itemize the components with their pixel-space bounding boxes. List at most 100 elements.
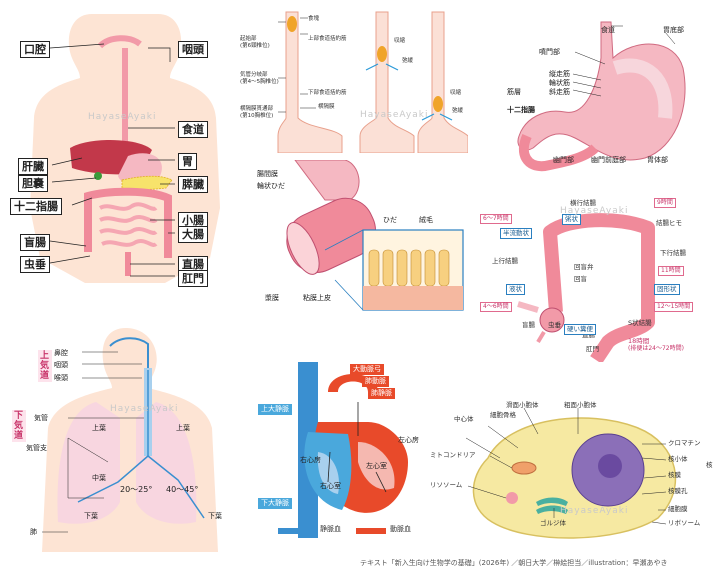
tag-semi-fluid: 半流動状: [500, 228, 532, 239]
label-rough-er: 粗面小胞体: [564, 401, 597, 409]
side-upper-airway: 上気道: [38, 350, 52, 382]
label-cytoskeleton: 細胞骨格: [490, 411, 516, 419]
label-left-ventricle: 左心室: [366, 462, 387, 470]
nucleolus-shape: [598, 454, 622, 478]
angle-left: 40～45°: [166, 485, 199, 494]
food-bolus-3: [433, 96, 443, 112]
label-longitudinal-muscle: 縦走筋: [549, 70, 570, 78]
label-origin: 起始部: [240, 36, 257, 42]
label-diaphragm-vertebra: (第10胸椎位): [240, 113, 274, 119]
tag-12-15h: 12～15時間: [654, 302, 694, 312]
label-nuclear-envelope: 核膜: [668, 471, 681, 479]
label-golgi: ゴルジ体: [540, 519, 566, 527]
label-tracheal-bifurcation: 気管分岐部: [240, 72, 268, 78]
label-nasal-cavity: 鼻腔: [54, 349, 68, 357]
label-ribosome: リボソーム: [668, 519, 701, 527]
label-oral-cavity: 口腔: [20, 41, 50, 58]
watermark-3: HayaseAyaki: [560, 206, 629, 216]
legend-arterial: 動脈血: [390, 525, 411, 533]
colon-panel: 横行結腸 結腸ヒモ 上行結腸 回盲弁 回盲 下行結腸 盲腸 虫垂 S状結腸 直腸…: [478, 192, 718, 362]
mesentery-shape: [294, 160, 360, 201]
legend-venous-swatch: [278, 528, 308, 534]
label-pancreas: 膵臓: [178, 176, 208, 193]
watermark-4: HayaseAyaki: [110, 404, 179, 414]
label-stomach-duodenum: 十二指腸: [507, 106, 535, 114]
label-trachea: 気管: [34, 414, 48, 422]
tag-18h: 18時間: [628, 337, 650, 345]
label-circular-folds: 輪状ひだ: [257, 182, 285, 190]
label-duodenum: 十二指腸: [10, 198, 62, 215]
side-lower-airway: 下気道: [12, 410, 26, 442]
food-bolus-1: [287, 16, 297, 32]
legend-arterial-swatch: [356, 528, 386, 534]
watermark-2: HayaseAyaki: [360, 110, 429, 120]
cell-panel: 滑面小胞体 粗面小胞体 中心体 細胞骨格 ミトコンドリア リソソーム ゴルジ体 …: [428, 398, 718, 548]
label-left-upper-lobe: 上葉: [176, 424, 190, 432]
ileum-shape: [517, 301, 539, 313]
tag-solid: 固形状: [654, 284, 680, 295]
label-cardia: 噴門部: [539, 48, 560, 56]
label-sigmoid-colon: S状結腸: [628, 319, 652, 327]
label-cecum: 盲腸: [20, 234, 50, 251]
label-ileum: 回盲: [574, 275, 587, 283]
label-ileocecal-valve: 回盲弁: [574, 263, 594, 271]
intestine-panel: 腸間膜 輪状ひだ ひだ 絨毛 漿膜 粘膜上皮: [255, 160, 470, 320]
label-stomach-esophagus: 食道: [601, 26, 615, 34]
label-mesentery: 腸間膜: [257, 170, 278, 178]
label-gallbladder: 胆嚢: [18, 175, 48, 192]
tag-defecation: (排便は24～72時間): [628, 345, 684, 352]
credit-line: テキスト「新入生向け生物学の基礎」(2026年) ／朝日大学／榊絵担当／illu…: [360, 559, 668, 567]
bronchi-shape: [77, 370, 205, 519]
submucosa: [363, 286, 463, 310]
stomach-panel: 噴門部 食道 胃底部 縦走筋 輪状筋 斜走筋 筋層 十二指腸 幽門部 幽門前庭部…: [505, 8, 715, 173]
label-cell-membrane: 細胞膜: [668, 505, 688, 513]
tag-hard-feces: 硬い糞便: [564, 324, 596, 335]
label-chromatin: クロマチン: [668, 439, 701, 447]
colon-shape: [84, 187, 172, 258]
label-left-lower-lobe: 下葉: [208, 512, 222, 520]
label-middle-lobe: 中葉: [92, 474, 106, 482]
label-stomach: 胃: [178, 153, 197, 170]
label-diaphragm: 横隔膜: [318, 104, 335, 110]
tag-6-7h: 6～7時間: [480, 214, 512, 224]
respiratory-panel: 上気道 下気道 鼻腔 咽頭 喉頭 気管 気管支 上葉 上葉 中葉 下葉 下葉 肺…: [8, 322, 240, 552]
label-muscle-layer: 筋層: [507, 88, 521, 96]
label-origin-vertebra: (第6頸椎位): [240, 43, 270, 49]
label-lung: 肺: [30, 528, 37, 536]
label-right-lower-lobe: 下葉: [84, 512, 98, 520]
label-antrum: 幽門前庭部: [591, 156, 626, 164]
respiratory-illustration: [42, 328, 218, 552]
label-relax-1: 弛緩: [402, 58, 414, 64]
watermark-1: HayaseAyaki: [88, 112, 157, 122]
label-descending-colon: 下行結腸: [660, 249, 686, 257]
watermark-5: HayaseAyaki: [560, 506, 629, 516]
label-pylorus: 幽門部: [553, 156, 574, 164]
label-diaphragm-passage: 横隔膜貫通部: [240, 106, 274, 112]
label-right-ventricle: 右心室: [320, 482, 341, 490]
food-bolus-2: [377, 46, 387, 62]
label-esophagus: 食道: [178, 121, 208, 138]
label-anus: 肛門: [178, 270, 208, 287]
label-pharynx: 咽頭: [178, 41, 208, 58]
label-villus: 絨毛: [419, 216, 433, 224]
label-large-intestine: 大腸: [178, 226, 208, 243]
label-mucosal-epithelium: 粘膜上皮: [303, 294, 331, 302]
flow-arrows: [327, 402, 387, 493]
label-nucleolus: 核小体: [668, 455, 688, 463]
stomach-body: [517, 21, 686, 161]
label-contract-1: 収縮: [394, 38, 406, 44]
label-corpus: 胃体部: [647, 156, 668, 164]
arrows: [365, 63, 453, 121]
label-left-atrium: 左心房: [398, 436, 419, 444]
left-ventricle-inner: [358, 442, 395, 490]
mitochondria-shape: [511, 461, 537, 475]
label-mitochondria: ミトコンドリア: [430, 451, 476, 459]
muscle-layer: [612, 58, 673, 119]
label-rectum: 直腸: [178, 256, 208, 273]
label-upper-sphincter: 上部食道括約筋: [308, 36, 347, 42]
label-oblique-muscle: 斜走筋: [549, 88, 570, 96]
label-taenia: 結腸ヒモ: [656, 219, 682, 227]
label-bronchus: 気管支: [26, 444, 47, 452]
label-centrosome: 中心体: [454, 415, 474, 423]
leader-lines: [49, 43, 175, 277]
